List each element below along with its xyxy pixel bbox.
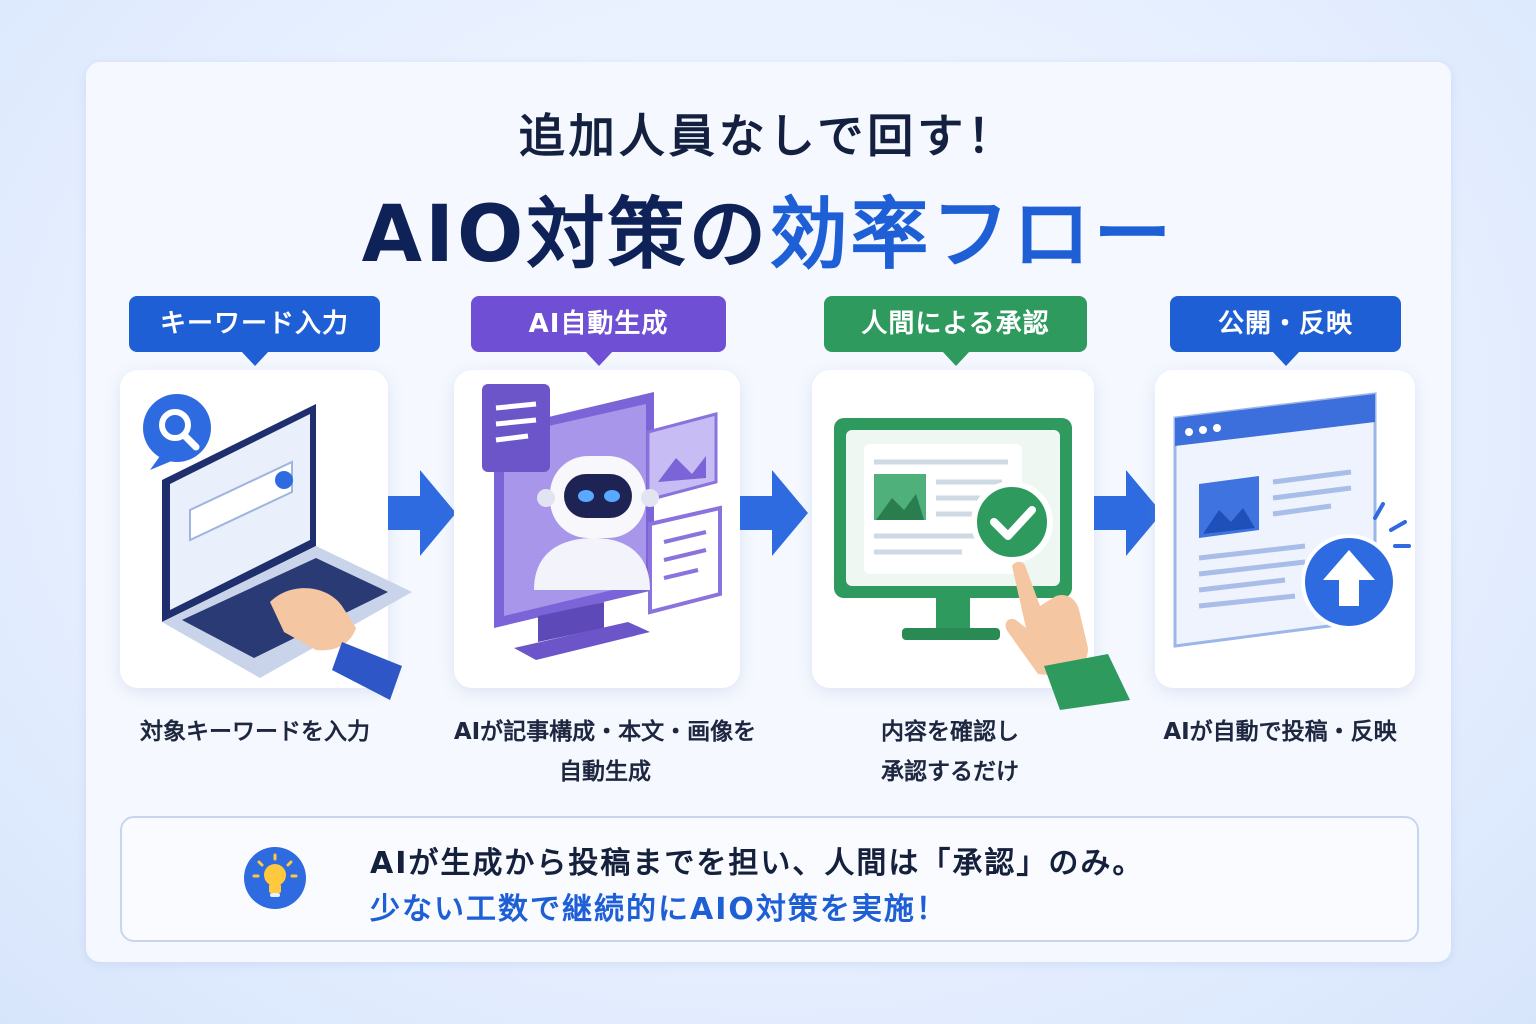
- step-4-caption-line-1: AIが自動で投稿・反映: [1163, 719, 1397, 745]
- title-accent: 効率フロー: [769, 190, 1175, 280]
- step-3-card: [812, 370, 1130, 710]
- step-2-caption: AIが記事構成・本文・画像を 自動生成: [420, 712, 790, 792]
- monitor-check-icon: [834, 418, 1130, 710]
- step-3-caption-line-2: 承認するだけ: [881, 759, 1019, 785]
- summary-box: [120, 816, 1419, 942]
- step-2-caption-line-2: 自動生成: [559, 759, 651, 785]
- lightbulb-icon: [244, 847, 306, 909]
- step-3-tag: 人間による承認: [824, 296, 1087, 366]
- step-4-card: [1155, 370, 1415, 688]
- step-2-caption-line-1: AIが記事構成・本文・画像を: [453, 719, 757, 745]
- step-2-tag: AI自動生成: [471, 296, 726, 366]
- laptop-search-icon: [143, 394, 412, 700]
- summary-line-2: 少ない工数で継続的にAIO対策を実施！: [370, 892, 948, 927]
- step-1-caption: 対象キーワードを入力: [100, 712, 410, 752]
- ai-robot-icon: [482, 384, 722, 660]
- step-4-tag: 公開・反映: [1170, 296, 1401, 366]
- step-4-caption: AIが自動で投稿・反映: [1130, 712, 1430, 752]
- summary-line-1: AIが生成から投稿までを担い、人間は「承認」のみ。: [370, 846, 1145, 881]
- step-1-caption-line-1: 対象キーワードを入力: [140, 719, 370, 745]
- step-1-card: [120, 370, 412, 700]
- title-main: AIO対策の: [361, 190, 770, 280]
- arrow-3-icon: [1094, 470, 1162, 556]
- title-line-2: AIO対策の効率フロー: [0, 172, 1536, 284]
- arrow-1-icon: [388, 470, 456, 556]
- step-1-tag: キーワード入力: [129, 296, 380, 366]
- browser-upload-icon: [1173, 392, 1411, 648]
- step-3-caption-line-1: 内容を確認し: [881, 719, 1019, 745]
- title-line-1: 追加人員なしで回す！: [518, 109, 1018, 163]
- step-2-card: [454, 370, 740, 688]
- arrow-2-icon: [740, 470, 808, 556]
- step-3-caption: 内容を確認し 承認するだけ: [800, 712, 1100, 792]
